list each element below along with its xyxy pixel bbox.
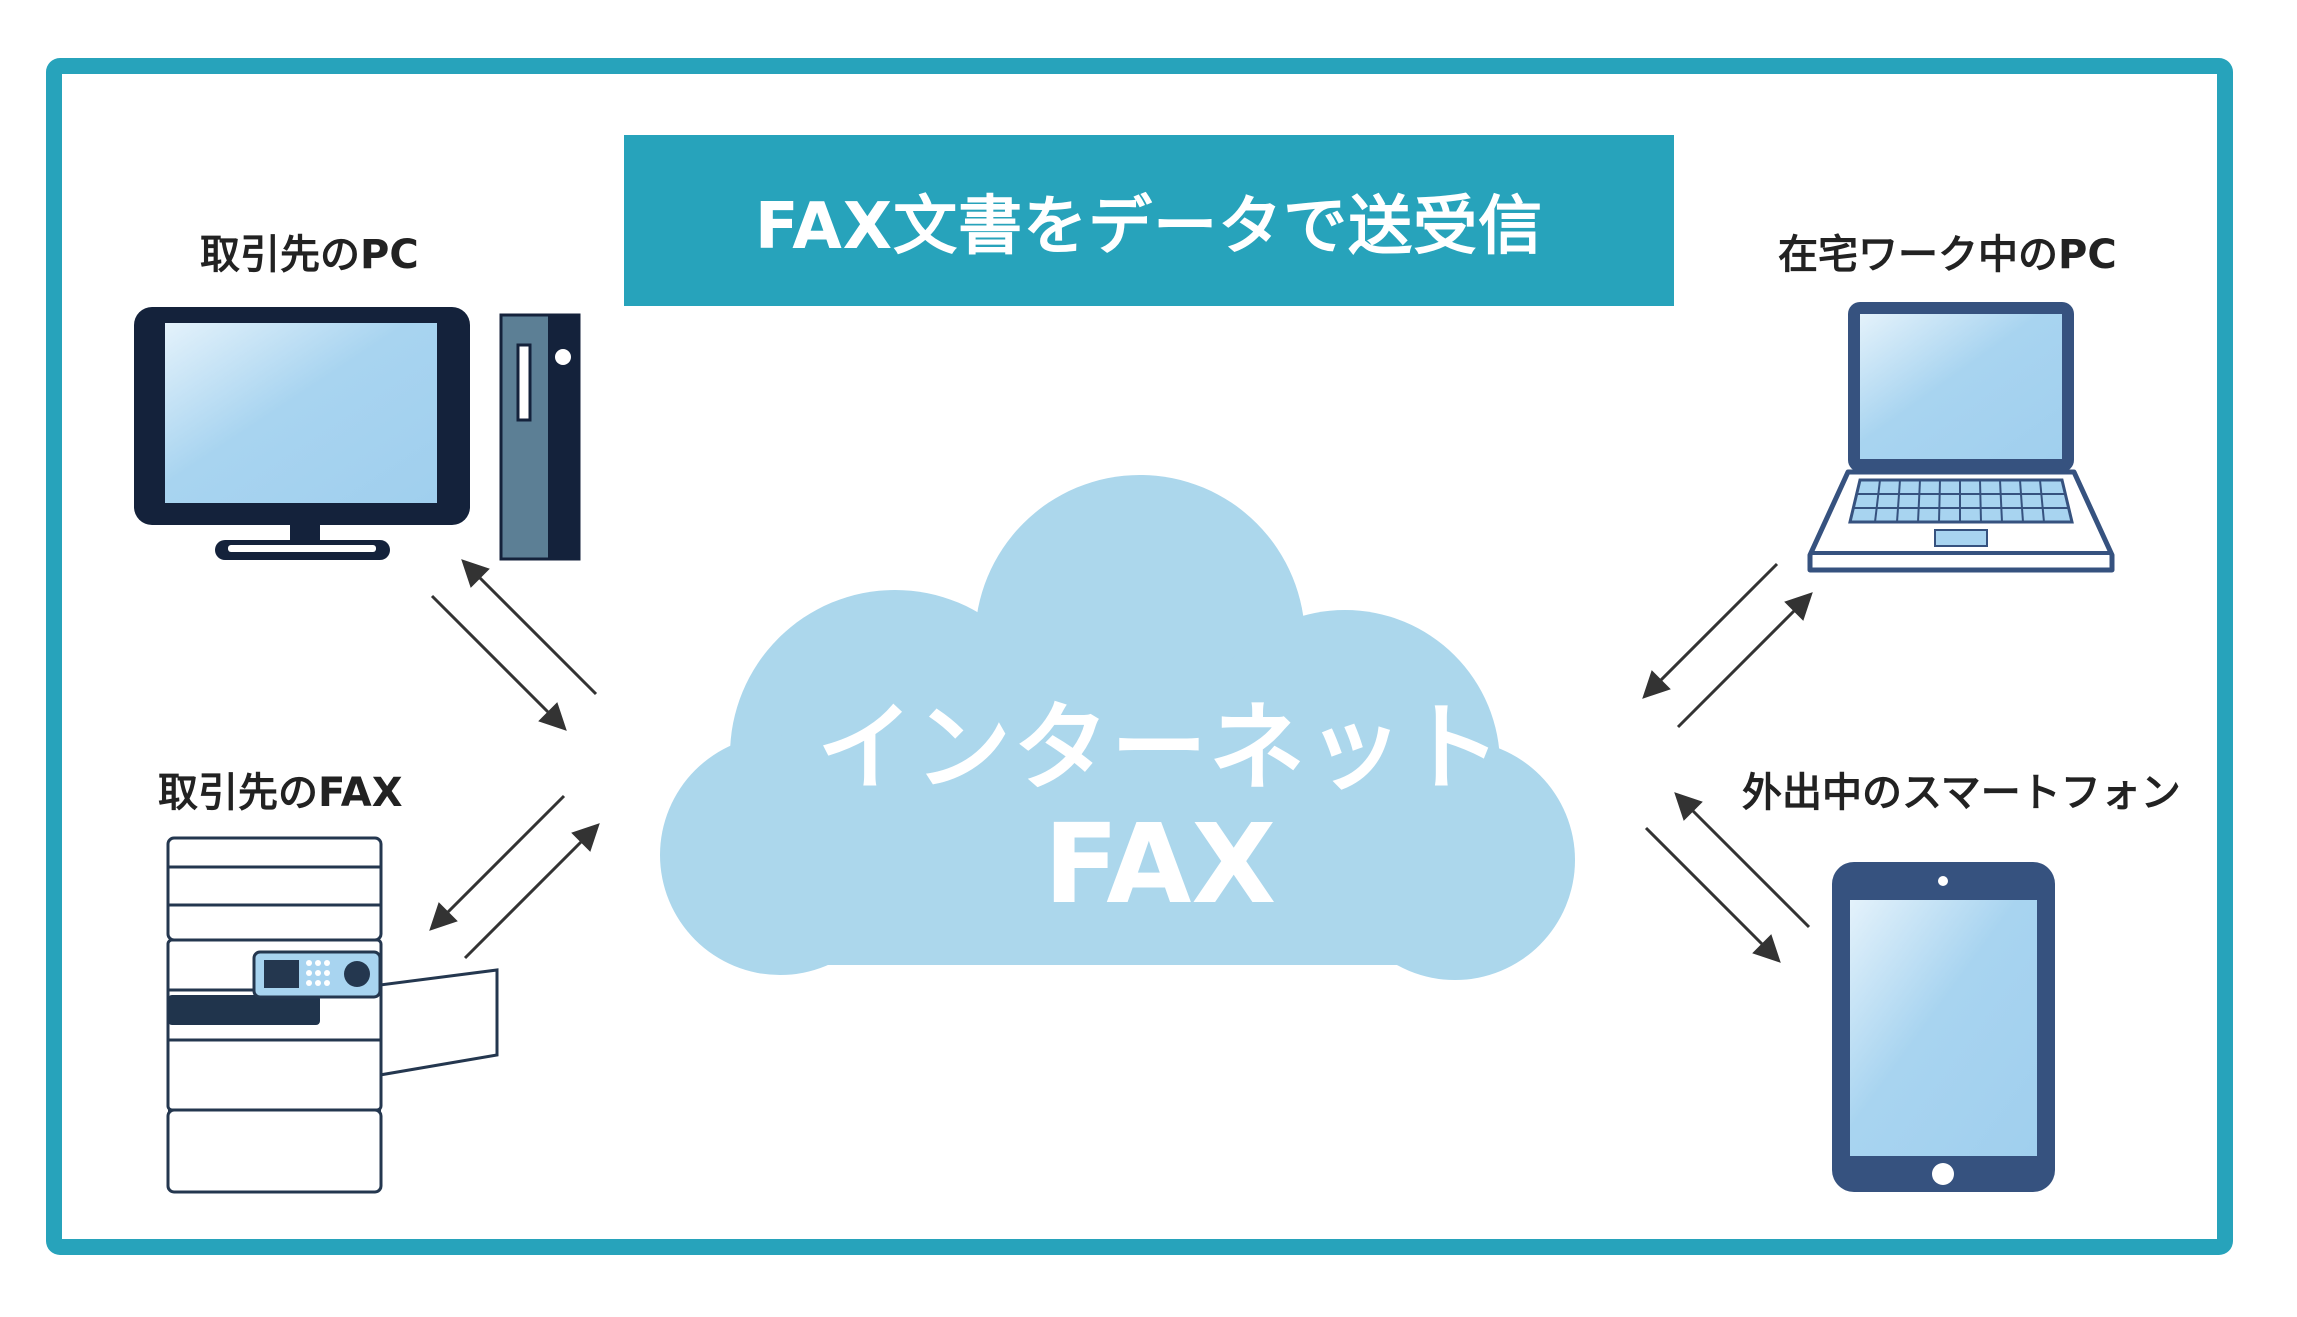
home-pc-label: 在宅ワーク中のPC	[1778, 232, 2117, 278]
title-banner: FAX文書をデータで送受信	[624, 135, 1674, 306]
cloud-label-line2: FAX	[1043, 800, 1277, 928]
client-fax-label: 取引先のFAX	[158, 770, 403, 816]
diagram-frame	[46, 58, 2233, 1255]
diagram-title: FAX文書をデータで送受信	[754, 189, 1544, 264]
mobile-label: 外出中のスマートフォン	[1742, 770, 2181, 816]
cloud-label-line1: インターネット	[817, 692, 1503, 804]
client-pc-label: 取引先のPC	[200, 232, 419, 278]
